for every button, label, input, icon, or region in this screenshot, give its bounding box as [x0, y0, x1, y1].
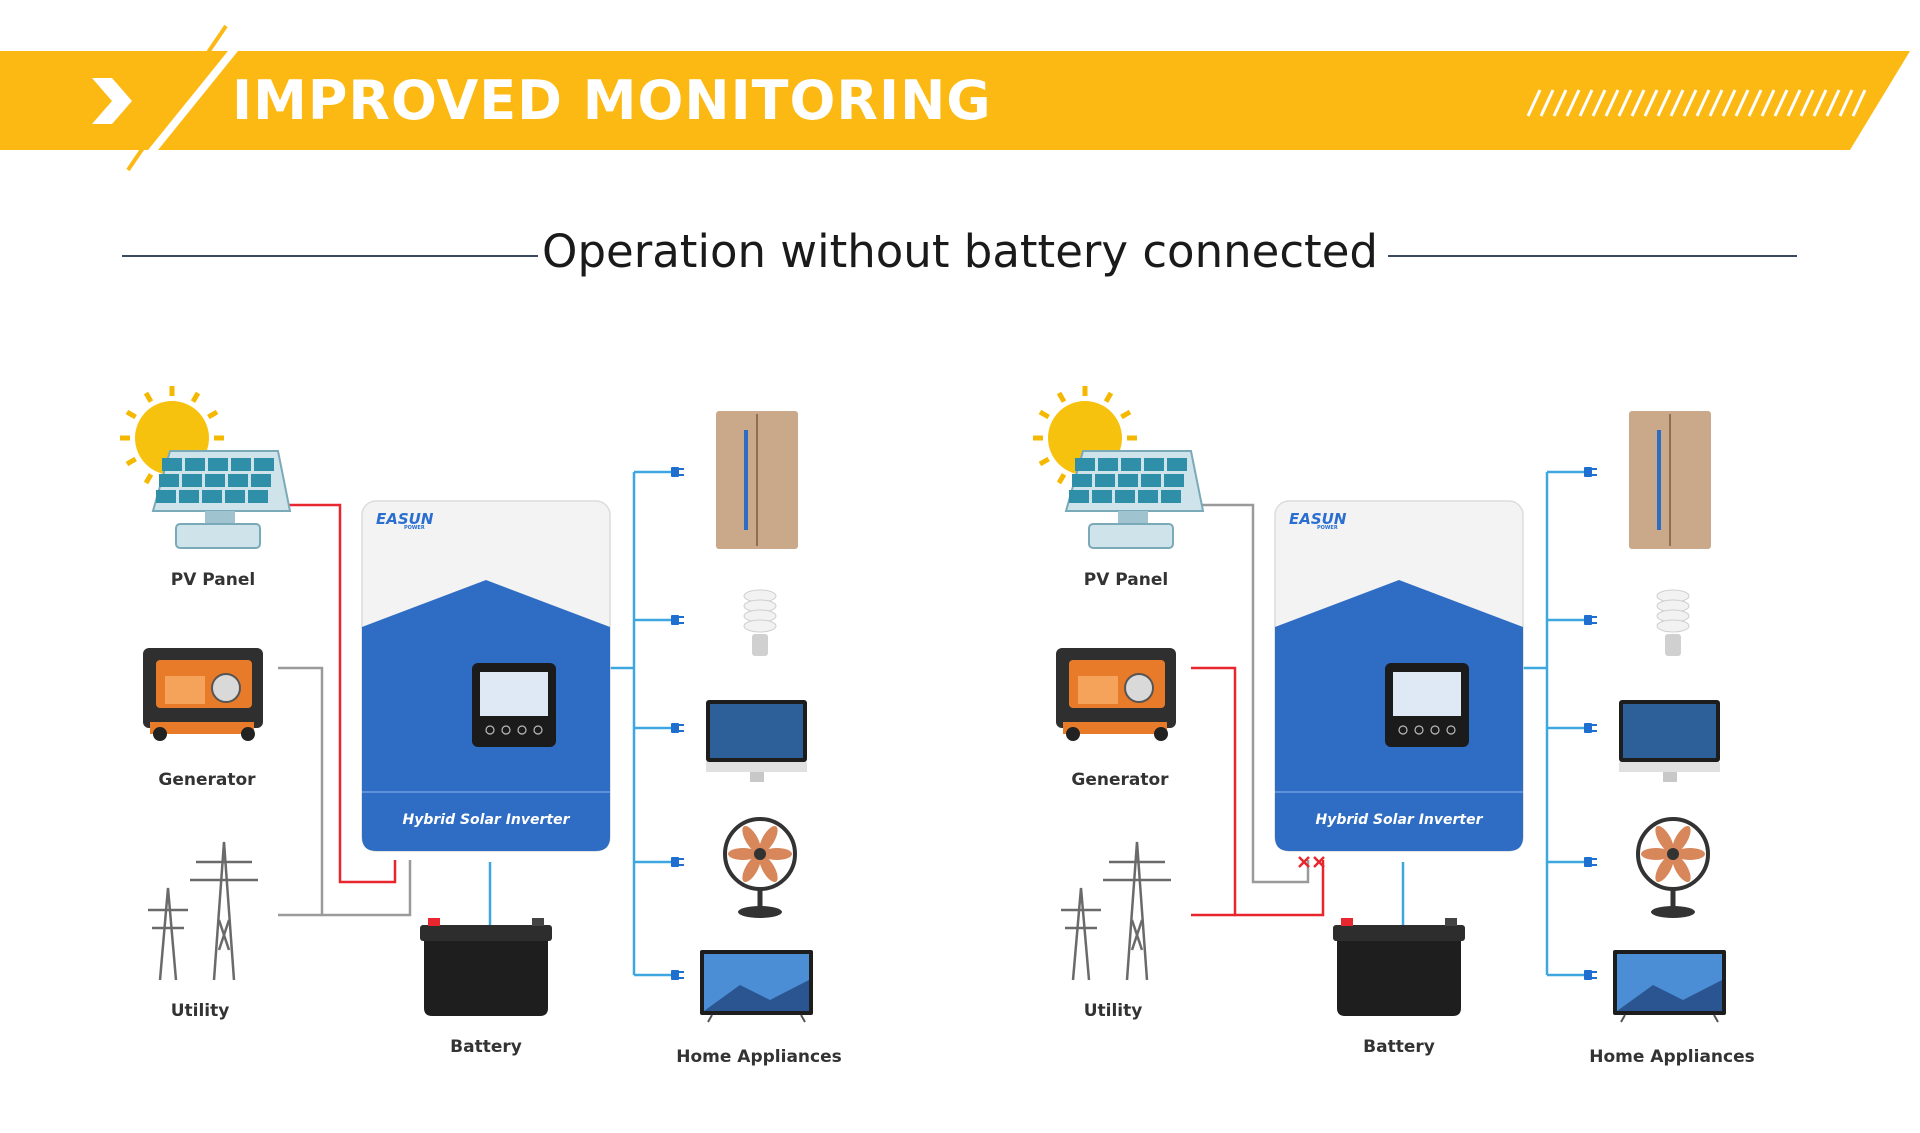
computer-monitor-icon: [1619, 700, 1720, 782]
battery-label: Battery: [450, 1037, 522, 1057]
plug-icon: [671, 970, 684, 980]
light-bulb-icon: [1656, 589, 1690, 656]
solar-panel-icon: [1064, 450, 1205, 549]
pv-connection-line: [283, 503, 397, 884]
generator-icon: [1056, 648, 1176, 741]
battery-icon: [420, 918, 552, 1016]
refrigerator-icon: [716, 411, 798, 549]
plug-icon: [671, 723, 684, 733]
home-appliances-label: Home Appliances: [1589, 1047, 1755, 1067]
plug-icon: [1584, 467, 1597, 477]
control-button: [1446, 725, 1456, 735]
brand-logo-sub: POWER: [404, 525, 425, 531]
control-button: [1414, 725, 1424, 735]
generator-label: Generator: [1071, 770, 1169, 790]
television-icon: [700, 950, 813, 1023]
diagram-subtitle: Operation without battery connected: [542, 225, 1378, 278]
generator-icon: [143, 648, 263, 741]
fan-icon: [723, 817, 797, 918]
control-button: [1398, 725, 1408, 735]
generator-label: Generator: [158, 770, 256, 790]
control-button: [485, 725, 495, 735]
connection-lines: [278, 470, 673, 977]
brand-logo: EASUN: [1289, 510, 1347, 528]
lcd-screen: [1393, 672, 1461, 716]
utility-tower-icon: [148, 841, 258, 981]
refrigerator-icon: [1629, 411, 1711, 549]
battery-label: Battery: [1363, 1037, 1435, 1057]
inverter-model-label: Hybrid Solar Inverter: [403, 812, 571, 828]
banner-slash-divider: [126, 24, 228, 172]
header-banner: [0, 24, 1910, 172]
pv-panel-label: PV Panel: [171, 570, 255, 590]
banner-main-segment: [158, 51, 1910, 150]
pv-connection-line: [1196, 503, 1310, 884]
plug-icon: [1584, 970, 1597, 980]
connection-lines: [1191, 470, 1586, 977]
light-bulb-icon: [743, 589, 777, 656]
brand-logo-sub: POWER: [1317, 525, 1338, 531]
battery-icon: [1333, 918, 1465, 1016]
fan-icon: [1636, 817, 1710, 918]
chevron-right-icon: [92, 78, 132, 124]
inverter-model-label: Hybrid Solar Inverter: [1316, 812, 1484, 828]
utility-tower-icon: [1061, 841, 1171, 981]
computer-monitor-icon: [706, 700, 807, 782]
utility-label: Utility: [171, 1001, 230, 1021]
page-title: IMPROVED MONITORING: [232, 69, 992, 132]
plug-icon: [671, 857, 684, 867]
television-icon: [1613, 950, 1726, 1023]
control-button: [533, 725, 543, 735]
disconnect-x-icon: [1298, 856, 1325, 868]
plug-icon: [671, 467, 684, 477]
home-appliances-label: Home Appliances: [676, 1047, 842, 1067]
plug-icon: [671, 615, 684, 625]
plug-icon: [1584, 857, 1597, 867]
utility-label: Utility: [1084, 1001, 1143, 1021]
brand-logo: EASUN: [376, 510, 434, 528]
plug-icon: [1584, 615, 1597, 625]
control-button: [517, 725, 527, 735]
lcd-screen: [480, 672, 548, 716]
solar-panel-icon: [151, 450, 292, 549]
control-button: [501, 725, 511, 735]
stripes-decoration: [1526, 89, 1867, 117]
plug-icon: [1584, 723, 1597, 733]
control-button: [1430, 725, 1440, 735]
pv-panel-label: PV Panel: [1084, 570, 1168, 590]
